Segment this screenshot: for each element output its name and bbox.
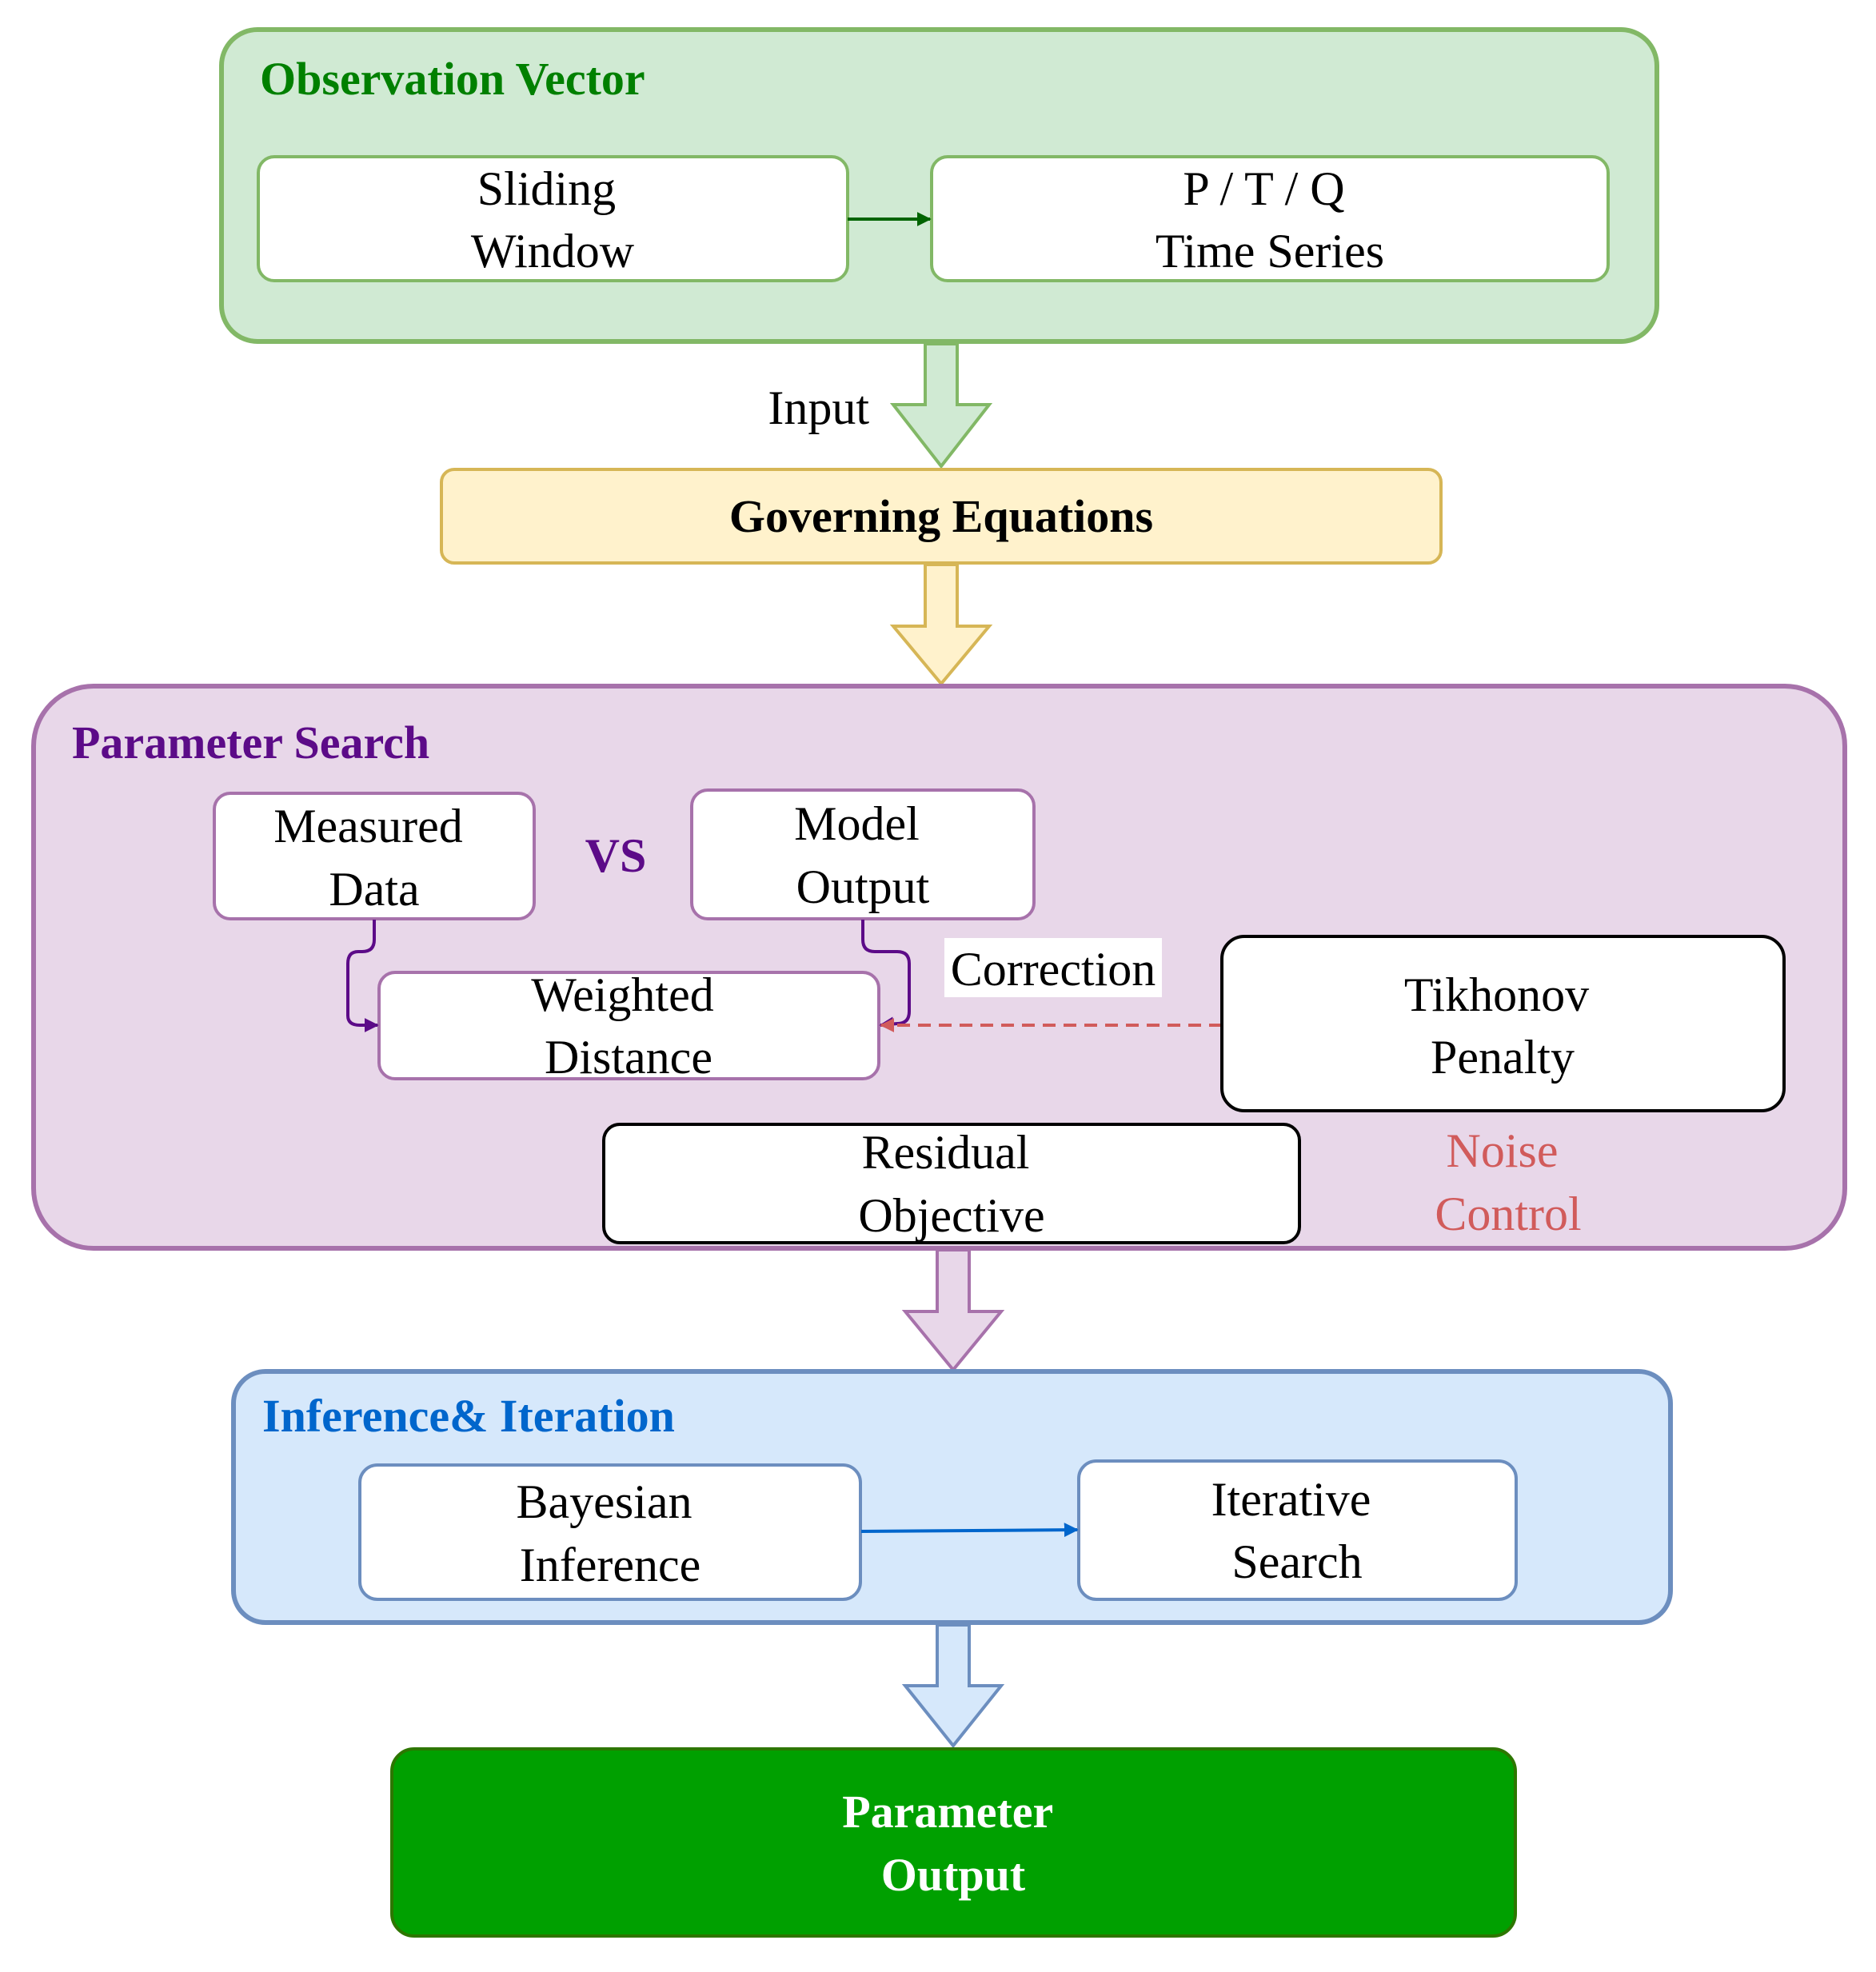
measured-to-weighted-arrow (346, 920, 379, 1032)
parameter-output-label: Parameter Output (842, 1786, 1064, 1901)
parameter-search-title: Parameter Search (72, 717, 429, 768)
model-output-node (690, 788, 1036, 920)
measured-data-label: Measured Data (273, 800, 475, 916)
vs-label: VS (585, 829, 647, 882)
inference-iteration-title: Inference& Iteration (262, 1390, 675, 1442)
weighted-distance-label: Weighted Distance (531, 968, 725, 1084)
governing-equations-label: Governing Equations (729, 490, 1153, 542)
time-series-node (930, 155, 1610, 282)
parameter-output-node (390, 1747, 1517, 1938)
bayesian-inference-label: Bayesian Inference (517, 1475, 704, 1591)
residual-objective-label: Residual Objective (858, 1126, 1044, 1242)
iterative-search-label: Iterative Search (1211, 1473, 1383, 1588)
iterative-search-node (1077, 1459, 1518, 1601)
sliding-window-label: Sliding Window (471, 162, 635, 277)
search-block-arrow (901, 1248, 1005, 1373)
observation-vector-title: Observation Vector (260, 53, 645, 105)
inference-block-arrow (901, 1623, 1005, 1749)
weighted-distance-node (377, 971, 880, 1080)
input-block-arrow (889, 342, 993, 469)
bayesian-to-iterative-arrow (860, 1523, 1079, 1538)
bayesian-inference-node (358, 1463, 862, 1601)
noise-control-label: Noise Control (1435, 1124, 1581, 1240)
correction-label-bg (944, 938, 1162, 997)
tikhonov-penalty-label: Tikhonov Penalty (1404, 968, 1601, 1084)
measured-data-node (213, 792, 536, 920)
residual-objective-node (602, 1123, 1301, 1244)
time-series-label: P / T / Q Time Series (1156, 162, 1384, 277)
tikhonov-penalty-node (1220, 935, 1786, 1112)
model-to-weighted-arrow (861, 920, 911, 1032)
governing-block-arrow (889, 563, 993, 687)
model-output-label: Model Output (794, 797, 932, 913)
correction-label: Correction (951, 943, 1156, 996)
input-label: Input (768, 381, 869, 434)
